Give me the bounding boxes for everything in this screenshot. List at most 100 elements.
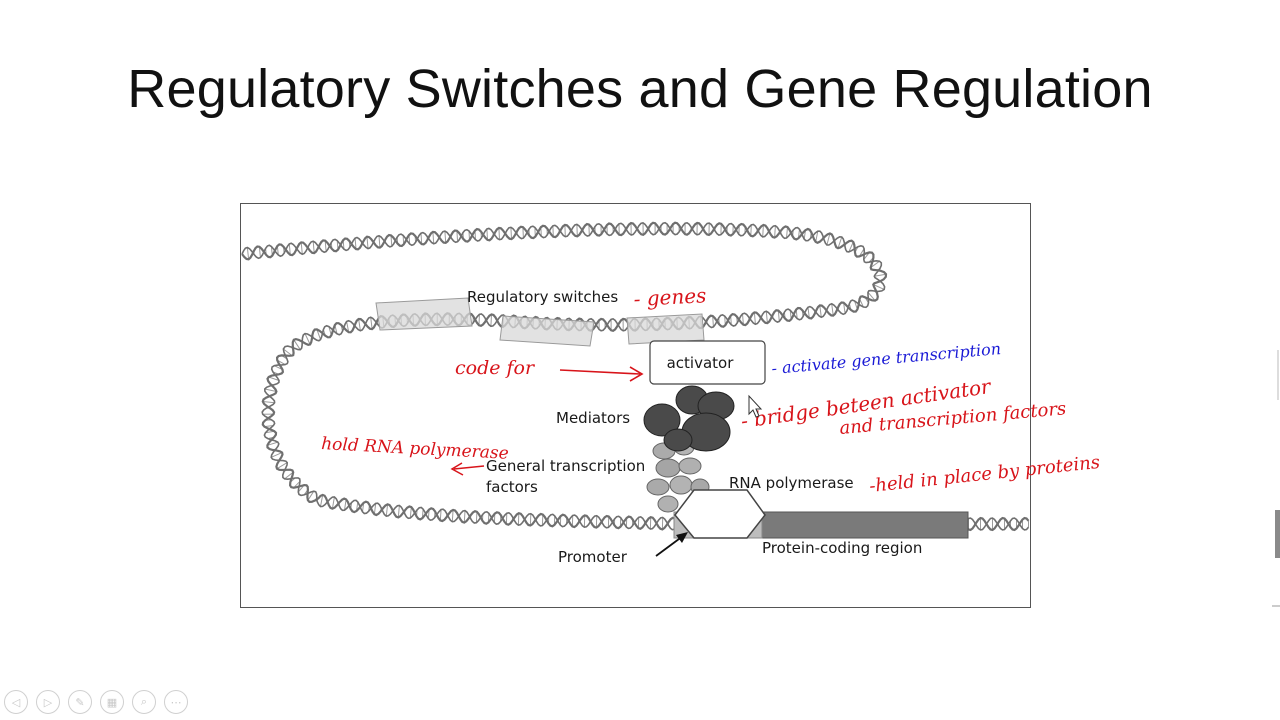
- dna-base-pair: [276, 462, 288, 470]
- dna-base-pair: [807, 307, 810, 319]
- dna-base-pair: [390, 235, 393, 247]
- dna-base-pair: [486, 228, 488, 240]
- dna-base-pair: [819, 305, 822, 318]
- activator-box: [649, 340, 766, 385]
- transcription-factor-oval: [655, 458, 681, 478]
- dna-base-pair: [354, 238, 357, 250]
- dna-base-pair: [848, 241, 854, 253]
- dna-base-pair: [344, 499, 347, 511]
- dna-base-pair: [293, 339, 301, 350]
- dna-base-pair: [873, 284, 885, 290]
- general-transcription-label-line1: General transcription: [486, 457, 645, 475]
- dna-backbone-strand: [241, 221, 1030, 532]
- dna-base-pair: [420, 233, 423, 245]
- dna-base-pair: [475, 511, 478, 523]
- dna-base-pair: [358, 318, 361, 331]
- dna-base-pair: [831, 303, 834, 316]
- dna-base-pair: [397, 505, 400, 518]
- promoter-label: Promoter: [558, 548, 628, 566]
- dna-base-pair: [378, 235, 381, 248]
- dna-base-pair: [712, 315, 714, 327]
- dna-base-pair: [777, 310, 780, 322]
- dna-base-pair: [288, 243, 291, 255]
- dna-base-pair: [762, 224, 764, 237]
- promoter-arrow: [655, 532, 688, 557]
- dna-base-pair: [346, 321, 350, 333]
- regulatory-switch-segment: [626, 313, 705, 345]
- pen-button[interactable]: ✎: [68, 690, 92, 714]
- hold-rna-polymerase-annotation: hold RNA polymerase: [321, 434, 509, 464]
- dna-base-pair: [522, 227, 524, 239]
- regulatory-switch-segments: [375, 297, 705, 347]
- dna-base-pair: [284, 471, 294, 480]
- dna-base-pair: [312, 241, 315, 254]
- dna-base-pair: [510, 227, 512, 240]
- zoom-icon: ⌕: [140, 695, 148, 708]
- rna-polymerase-label: RNA polymerase: [729, 474, 854, 492]
- next-slide-edge: [1272, 350, 1280, 607]
- more-options-icon: ⋯: [170, 695, 182, 709]
- transcription-factor-oval: [669, 475, 693, 495]
- regulatory-switch-segment: [375, 297, 473, 331]
- dna-base-pair: [870, 260, 880, 269]
- mediators-label: Mediators: [556, 409, 630, 427]
- dna-base-pair: [258, 246, 261, 258]
- genes-annotation: - genes: [633, 283, 707, 311]
- dna-base-pair: [373, 503, 377, 515]
- dna-base-pair: [320, 494, 324, 507]
- dna-base-pair: [774, 225, 776, 238]
- dna-base-pair: [490, 314, 492, 327]
- dna-base-pair: [370, 317, 373, 330]
- slides-grid-button[interactable]: ▦: [100, 690, 124, 714]
- pen-icon: ✎: [75, 695, 85, 709]
- previous-slide-button[interactable]: ◁: [4, 690, 28, 714]
- dna-base-pair: [246, 247, 250, 260]
- dna-base-pair: [753, 312, 756, 325]
- slide-title: Regulatory Switches and Gene Regulation: [127, 59, 1153, 119]
- activator-label: activator: [667, 354, 735, 372]
- dna-base-pair: [874, 273, 887, 277]
- mediator-blob: [663, 428, 693, 452]
- dna-base-pair: [867, 291, 876, 301]
- dna-base-pair: [385, 504, 389, 517]
- dna-base-pair: [331, 496, 335, 509]
- dna-base-pair: [283, 348, 293, 356]
- dna-base-pair: [498, 227, 500, 240]
- hold-rna-polymerase-arrow: [450, 462, 485, 476]
- slides-grid-icon: ▦: [106, 695, 118, 709]
- dna-base-pair: [742, 313, 744, 325]
- dna-base-pair: [264, 388, 277, 392]
- dna-base-pair: [750, 224, 752, 236]
- code-for-annotation: code for: [455, 357, 536, 379]
- transcription-factor-oval: [646, 478, 670, 496]
- dna-base-pair: [432, 231, 435, 244]
- dna-base-pair: [463, 510, 466, 523]
- figure-frame: [240, 203, 1031, 608]
- dna-backbone-strand: [241, 221, 1030, 531]
- dna-base-pair: [765, 311, 768, 324]
- dna-base-pair: [300, 242, 303, 255]
- rna-polymerase-hexagon: [674, 489, 766, 539]
- zoom-button[interactable]: ⌕: [132, 690, 156, 714]
- mediator-complex: [643, 385, 735, 452]
- dna-base-pair: [262, 401, 275, 404]
- dna-base-pair: [837, 236, 843, 249]
- presentation-toolbar: ◁ ▷ ✎ ▦ ⌕ ⋯: [4, 690, 188, 714]
- dna-base-pair: [826, 233, 831, 246]
- dna-base-pair: [366, 236, 369, 249]
- regulatory-switch-segment: [499, 315, 595, 347]
- dna-base-pair: [307, 490, 315, 501]
- dna-base-pair: [316, 329, 321, 340]
- next-slide-icon: ▷: [43, 695, 53, 709]
- regulatory-switches-label: Regulatory switches: [467, 288, 618, 306]
- more-options-button[interactable]: ⋯: [164, 690, 188, 714]
- general-transcription-label-line2: factors: [486, 478, 538, 496]
- dna-base-pair: [843, 302, 846, 314]
- previous-slide-icon: ◁: [11, 695, 21, 709]
- mouse-cursor-icon: [748, 394, 763, 418]
- transcription-factor-oval: [678, 457, 702, 475]
- protein-coding-region-label: Protein-coding region: [762, 539, 922, 557]
- next-slide-button[interactable]: ▷: [36, 690, 60, 714]
- dna-base-pair: [324, 240, 327, 252]
